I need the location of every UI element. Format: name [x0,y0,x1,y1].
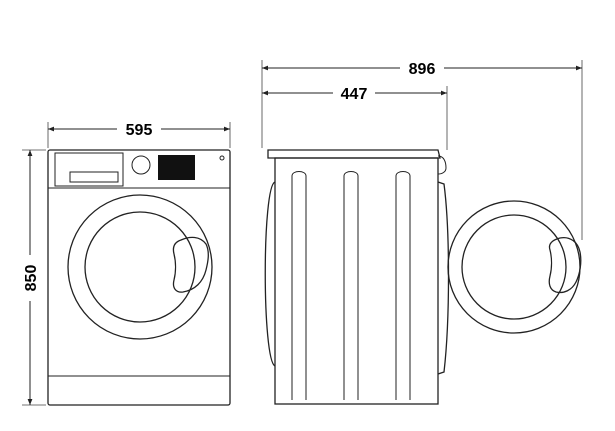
open-door-handle [548,236,582,294]
side-rib-3 [395,171,411,400]
door-glass [84,211,196,323]
open-door-inner [461,214,567,320]
door-handle [172,236,209,293]
side-top-panel [267,149,441,159]
open-depth-dimension: 896 [261,58,583,240]
width-dimension: 595 [47,119,231,148]
rear-bulge [264,181,276,367]
front-view [47,149,231,406]
door-outer-ring [67,194,213,340]
drawer-handle [69,171,119,183]
side-rib-1 [291,171,307,400]
side-rib-2 [343,171,359,400]
open-depth-label: 896 [409,61,436,78]
depth-label: 447 [341,86,368,103]
width-label: 595 [126,122,153,139]
power-button-icon [219,155,225,161]
height-dimension: 850 [20,149,46,406]
door-profile [437,181,450,375]
front-cabinet [47,149,231,406]
side-cabinet [274,157,439,405]
open-door-outer [447,200,581,334]
control-bump [437,155,447,175]
detergent-drawer [54,152,124,187]
height-label: 850 [23,265,40,292]
display-panel [158,155,195,180]
depth-dimension: 447 [261,83,448,150]
side-view [264,149,582,405]
program-knob [131,155,151,175]
